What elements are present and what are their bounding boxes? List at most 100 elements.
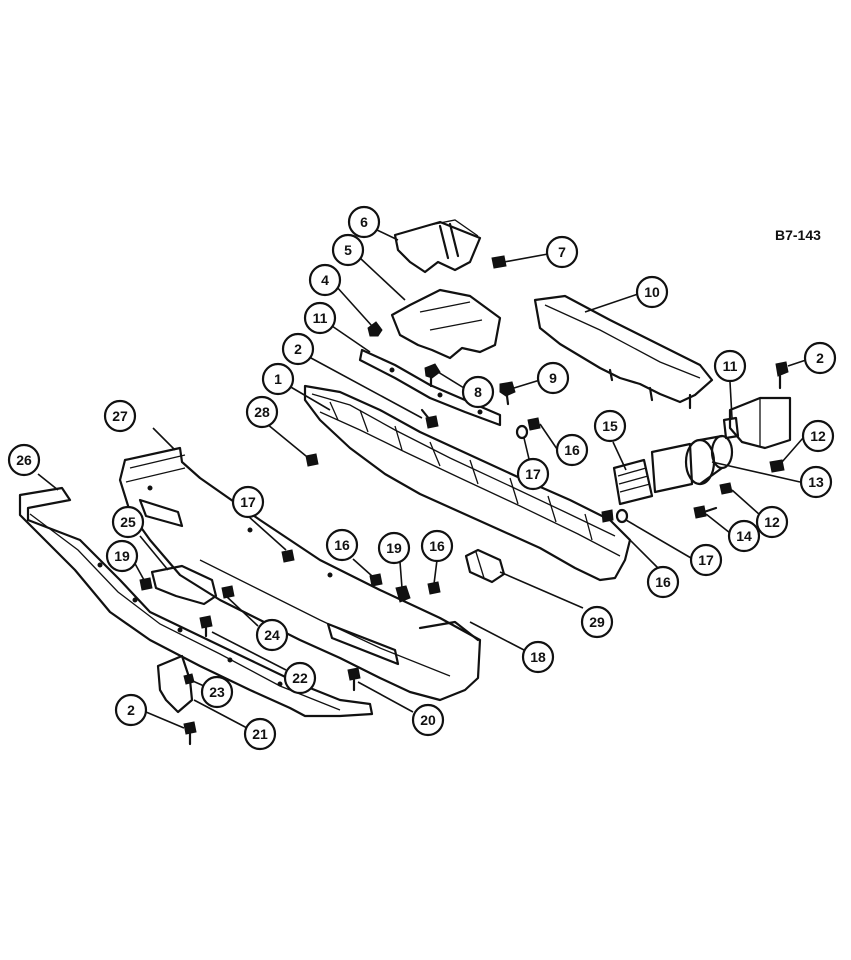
part-20-bolt bbox=[347, 667, 361, 692]
part-11-reinforcement-strip bbox=[358, 348, 502, 427]
callout-28: 28 bbox=[245, 395, 279, 429]
svg-text:17: 17 bbox=[240, 494, 256, 510]
svg-text:14: 14 bbox=[736, 528, 752, 544]
svg-text:25: 25 bbox=[120, 514, 136, 530]
figure-reference-code: B7-143 bbox=[775, 227, 821, 243]
part-2-bolt-right bbox=[775, 361, 789, 390]
callout-5: 5 bbox=[331, 233, 365, 267]
part-9-bolt bbox=[499, 381, 516, 406]
svg-text:28: 28 bbox=[254, 404, 270, 420]
svg-text:18: 18 bbox=[530, 649, 546, 665]
part-26-rub-strip bbox=[18, 486, 374, 718]
callout-15: 15 bbox=[593, 409, 627, 443]
svg-text:16: 16 bbox=[655, 574, 671, 590]
callout-2-right: 2 bbox=[803, 341, 837, 375]
callout-17-upper: 17 bbox=[516, 457, 550, 491]
svg-text:11: 11 bbox=[723, 358, 738, 374]
part-22-bolt bbox=[221, 585, 235, 599]
callout-4: 4 bbox=[308, 263, 342, 297]
svg-text:17: 17 bbox=[698, 552, 714, 568]
svg-text:16: 16 bbox=[564, 442, 580, 458]
callout-13: 13 bbox=[799, 465, 833, 499]
part-2-bolt-middle bbox=[420, 408, 439, 429]
callout-7: 7 bbox=[545, 235, 579, 269]
svg-text:2: 2 bbox=[816, 350, 824, 366]
callout-27: 27 bbox=[103, 399, 137, 433]
svg-text:8: 8 bbox=[474, 384, 482, 400]
callout-22: 24 bbox=[255, 618, 289, 652]
svg-text:2: 2 bbox=[127, 702, 135, 718]
part-13-energy-absorber bbox=[650, 434, 734, 494]
part-6-upper-bracket bbox=[393, 219, 482, 274]
frame-bracket-right bbox=[728, 396, 792, 450]
callout-11-left: 11 bbox=[303, 301, 337, 335]
svg-text:24: 24 bbox=[264, 627, 280, 643]
callout-1: 1 bbox=[261, 362, 295, 396]
part-11-washer-plate bbox=[722, 416, 740, 440]
svg-text:19: 19 bbox=[386, 540, 402, 556]
callout-25: 25 bbox=[111, 505, 145, 539]
callout-14: 14 bbox=[727, 519, 761, 553]
svg-text:17: 17 bbox=[525, 466, 541, 482]
svg-text:16: 16 bbox=[334, 537, 350, 553]
part-29-bracket bbox=[464, 548, 506, 584]
callout-2-lower: 2 bbox=[114, 693, 148, 727]
callout-18: 18 bbox=[521, 640, 555, 674]
part-5-bracket-plate bbox=[390, 288, 502, 360]
svg-text:10: 10 bbox=[644, 284, 660, 300]
callout-6: 6 bbox=[347, 205, 381, 239]
callout-16-lower-left: 16 bbox=[325, 528, 359, 562]
callout-20: 20 bbox=[411, 703, 445, 737]
part-16-nut-lower-left bbox=[369, 573, 383, 587]
svg-text:11: 11 bbox=[313, 310, 328, 326]
svg-text:1: 1 bbox=[274, 371, 282, 387]
svg-text:7: 7 bbox=[558, 244, 566, 260]
part-24-bracket bbox=[156, 654, 195, 714]
callout-12-lower: 12 bbox=[755, 505, 789, 539]
callout-16-mid-left: 16 bbox=[420, 529, 454, 563]
svg-text:15: 15 bbox=[602, 418, 618, 434]
svg-text:23: 23 bbox=[209, 684, 225, 700]
part-28-clip bbox=[305, 453, 319, 467]
part-7-nut bbox=[491, 255, 507, 269]
part-12-nut-lower bbox=[719, 482, 733, 495]
callout-8: 8 bbox=[461, 375, 495, 409]
svg-text:5: 5 bbox=[344, 242, 352, 258]
part-15-pad bbox=[612, 458, 654, 506]
svg-text:19: 19 bbox=[114, 548, 130, 564]
part-1-reinforcement-bar bbox=[303, 384, 632, 582]
svg-text:12: 12 bbox=[764, 514, 780, 530]
part-16-nut-upper bbox=[527, 417, 541, 431]
callout-12-upper: 12 bbox=[801, 419, 835, 453]
part-17-washer-mid bbox=[615, 508, 629, 524]
part-8-bolt bbox=[424, 363, 441, 388]
svg-text:16: 16 bbox=[429, 538, 445, 554]
callout-11-right: 11 bbox=[713, 349, 747, 383]
part-12-nut-upper bbox=[769, 459, 785, 473]
callout-23: 21 bbox=[243, 717, 277, 751]
part-21-bolt bbox=[199, 615, 213, 638]
svg-text:22: 22 bbox=[292, 670, 308, 686]
svg-text:20: 20 bbox=[420, 712, 436, 728]
svg-text:2: 2 bbox=[294, 341, 302, 357]
callout-17-mid: 17 bbox=[689, 543, 723, 577]
svg-text:13: 13 bbox=[808, 474, 824, 490]
callout-19-left: 19 bbox=[105, 539, 139, 573]
svg-text:4: 4 bbox=[321, 272, 329, 288]
callout-9: 9 bbox=[536, 361, 570, 395]
callout-10: 10 bbox=[635, 275, 669, 309]
callout-19-mid: 19 bbox=[377, 531, 411, 565]
svg-text:6: 6 bbox=[360, 214, 368, 230]
part-2-bolt-lower bbox=[183, 721, 197, 746]
callout-16-upper: 16 bbox=[555, 433, 589, 467]
part-10-absorber-bracket bbox=[533, 294, 714, 410]
svg-text:9: 9 bbox=[549, 370, 557, 386]
callout-29: 29 bbox=[580, 605, 614, 639]
part-25-filler-panel bbox=[150, 564, 218, 606]
svg-text:12: 12 bbox=[810, 428, 826, 444]
part-17-washer-upper bbox=[515, 424, 529, 440]
callout-17-left: 17 bbox=[231, 485, 265, 519]
callout-26: 26 bbox=[7, 443, 41, 477]
part-14-bolt bbox=[693, 505, 718, 519]
